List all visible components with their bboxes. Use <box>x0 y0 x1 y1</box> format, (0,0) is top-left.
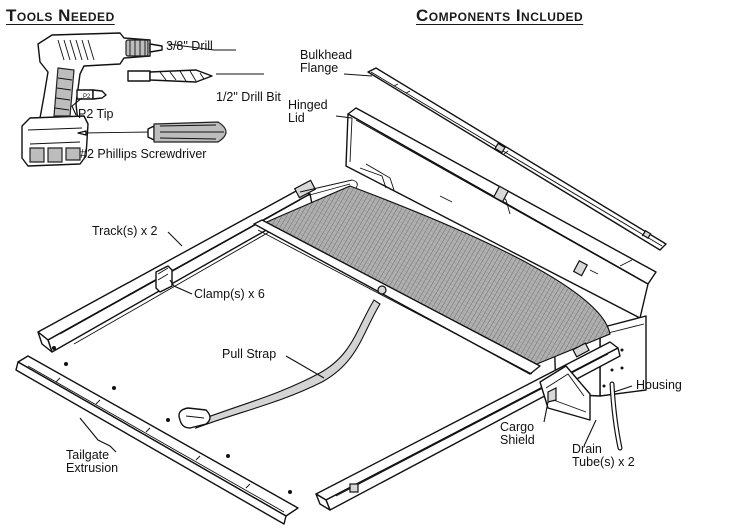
pull-strap-label: Pull Strap <box>222 347 277 361</box>
hinged-lid-label: Hinged Lid <box>288 98 328 125</box>
tailgate-extrusion-label: Tailgate Extrusion <box>66 448 119 475</box>
bulkhead-flange-part <box>367 67 667 251</box>
leader-lines <box>71 43 633 453</box>
pull-strap-part <box>178 299 381 430</box>
tools-needed-heading: Tools Needed <box>6 6 115 25</box>
clamp-part <box>155 265 173 293</box>
hinged-lid-part <box>345 107 657 319</box>
track-right-part <box>315 341 621 511</box>
drill-bit-icon <box>127 69 213 83</box>
housing-label: Housing <box>636 378 682 392</box>
bulkhead-flange-label: Bulkhead Flange <box>300 48 353 75</box>
track-left-part <box>37 179 317 353</box>
tailgate-extrusion-part <box>15 355 299 525</box>
tracks-label: Track(s) x 2 <box>92 224 158 238</box>
drill-bit-label: 1/2" Drill Bit <box>216 90 281 104</box>
drain-tube-part <box>609 381 623 451</box>
components-included-heading: Components Included <box>416 6 584 25</box>
drill-icon <box>21 32 163 167</box>
rolling-cover-part <box>253 179 611 375</box>
drain-tubes-label: Drain Tube(s) x 2 <box>572 442 635 469</box>
p2-tip-label: P2 Tip <box>78 107 114 121</box>
screw-icon <box>52 346 292 494</box>
p2-tip-icon: P2 <box>76 89 107 100</box>
cargo-shield-part <box>539 365 591 421</box>
screwdriver-label: #2 Phillips Screwdriver <box>80 147 207 161</box>
svg-text:P2: P2 <box>83 94 91 100</box>
screwdriver-icon <box>77 121 227 143</box>
clamps-label: Clamp(s) x 6 <box>194 287 265 301</box>
drill-label: 3/8" Drill <box>166 39 213 53</box>
cargo-shield-label: Cargo Shield <box>500 420 535 447</box>
